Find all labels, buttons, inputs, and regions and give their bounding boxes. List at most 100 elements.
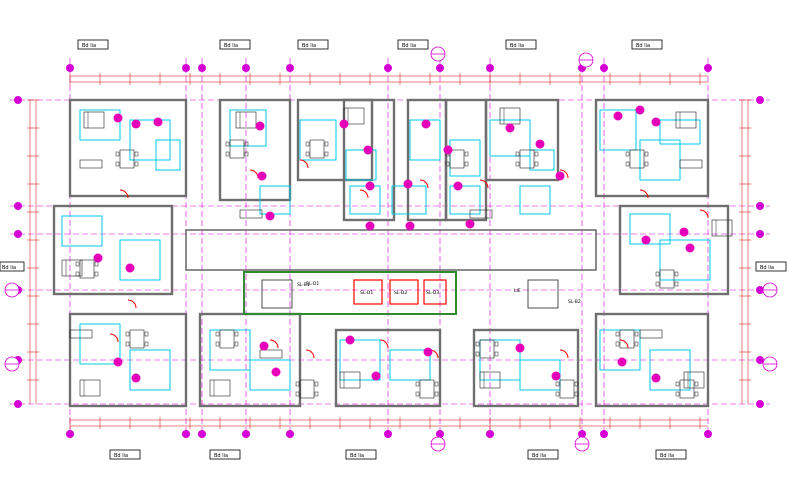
bed [339, 371, 361, 389]
chair [574, 381, 579, 387]
chair [634, 341, 639, 347]
dining-table [449, 149, 465, 169]
fixture-marker [259, 341, 269, 351]
chair [75, 271, 80, 277]
unit-wall [472, 328, 580, 408]
chair [215, 331, 220, 337]
core-top-label: SL-D1 [306, 281, 319, 287]
fixture-marker [617, 357, 627, 367]
chair [655, 271, 660, 277]
sofa [639, 329, 663, 339]
grid-bubble-top [384, 64, 392, 72]
chair [694, 391, 699, 397]
right-tag-box [755, 261, 787, 272]
room-partition [389, 349, 431, 381]
top-tag-box-3 [297, 39, 329, 50]
dining-table [419, 379, 435, 399]
door-swing [559, 349, 569, 359]
room-partition [249, 359, 291, 391]
chair [555, 391, 560, 397]
room-partition [129, 349, 171, 391]
bottom-tag-1: Bd lia [114, 453, 128, 459]
fixture-marker [153, 117, 163, 127]
sofa [679, 159, 703, 169]
fixture-marker [679, 227, 689, 237]
room-partition [449, 185, 481, 215]
bed [675, 111, 697, 129]
fixture-marker [641, 235, 651, 245]
fixture-marker [265, 211, 275, 221]
grid-bubble-top [704, 64, 712, 72]
chair [115, 161, 120, 167]
bed [235, 111, 257, 129]
dining-table [519, 149, 535, 169]
room-partition [79, 323, 121, 365]
sofa [259, 349, 283, 359]
fixture-marker [515, 343, 525, 353]
chair [234, 341, 239, 347]
grid-bubble-left [14, 400, 22, 408]
door-swing [379, 339, 389, 349]
fixture-marker [131, 119, 141, 129]
chair [144, 331, 149, 337]
building-core: SL-D1 SL-D2 SL-D3 SL-B1 SL-B2 LIE SL-D1 [243, 271, 581, 315]
fixture-marker [257, 171, 267, 181]
shaft-1-label: SL-D1 [360, 290, 373, 296]
chair [134, 151, 139, 157]
chair [475, 351, 480, 357]
chair [314, 391, 319, 397]
dining-table [479, 339, 495, 359]
room-partition [529, 149, 555, 171]
grid-bubble-top [286, 64, 294, 72]
left-tag-box [0, 261, 25, 272]
fixture-marker [93, 253, 103, 263]
fixture-marker [345, 335, 355, 345]
grid-bubble-top [198, 64, 206, 72]
top-tag-3: Bd lia [302, 43, 316, 49]
stair-left [261, 279, 293, 309]
grid-bubble-left [14, 202, 22, 210]
shaft-2-label: SL-D2 [394, 290, 407, 296]
chair [694, 381, 699, 387]
chair [674, 281, 679, 287]
fixture-marker [403, 179, 413, 189]
unit-wall [594, 98, 710, 198]
sofa [79, 159, 103, 169]
door-swing [249, 169, 259, 179]
fixture-marker [271, 367, 281, 377]
grid-bubble-bottom [600, 430, 608, 438]
dining-table [309, 139, 325, 159]
top-tag-1: Bd lia [82, 43, 96, 49]
dining-table [559, 379, 575, 399]
chair [464, 151, 469, 157]
fixture-marker [635, 105, 645, 115]
door-swing [639, 189, 649, 199]
room-tags: Bd lia Bd lia Bd lia Bd lia Bd lia Bd li… [0, 39, 787, 460]
chair [244, 151, 249, 157]
fixture-marker [125, 263, 135, 273]
unit-wall [52, 204, 174, 296]
chair [75, 261, 80, 267]
unit-wall [594, 312, 710, 408]
chair [534, 161, 539, 167]
chair [215, 341, 220, 347]
grid-bubble-bottom [384, 430, 392, 438]
chair [415, 391, 420, 397]
dining-table [119, 149, 135, 169]
chair [314, 381, 319, 387]
grid-bubble-top [66, 64, 74, 72]
room-partition [61, 215, 103, 247]
fixture-marker [339, 119, 349, 129]
sofa [469, 209, 493, 219]
furniture [61, 107, 733, 399]
door-swing [559, 169, 569, 179]
chair [434, 391, 439, 397]
chair [244, 141, 249, 147]
shaft-2 [389, 279, 419, 305]
stair-left-label: SL-B1 [297, 282, 310, 288]
grid-bubble-top [436, 64, 444, 72]
unit-walls [52, 98, 730, 408]
chair [464, 161, 469, 167]
fixture-marker [535, 139, 545, 149]
bed [711, 219, 733, 237]
